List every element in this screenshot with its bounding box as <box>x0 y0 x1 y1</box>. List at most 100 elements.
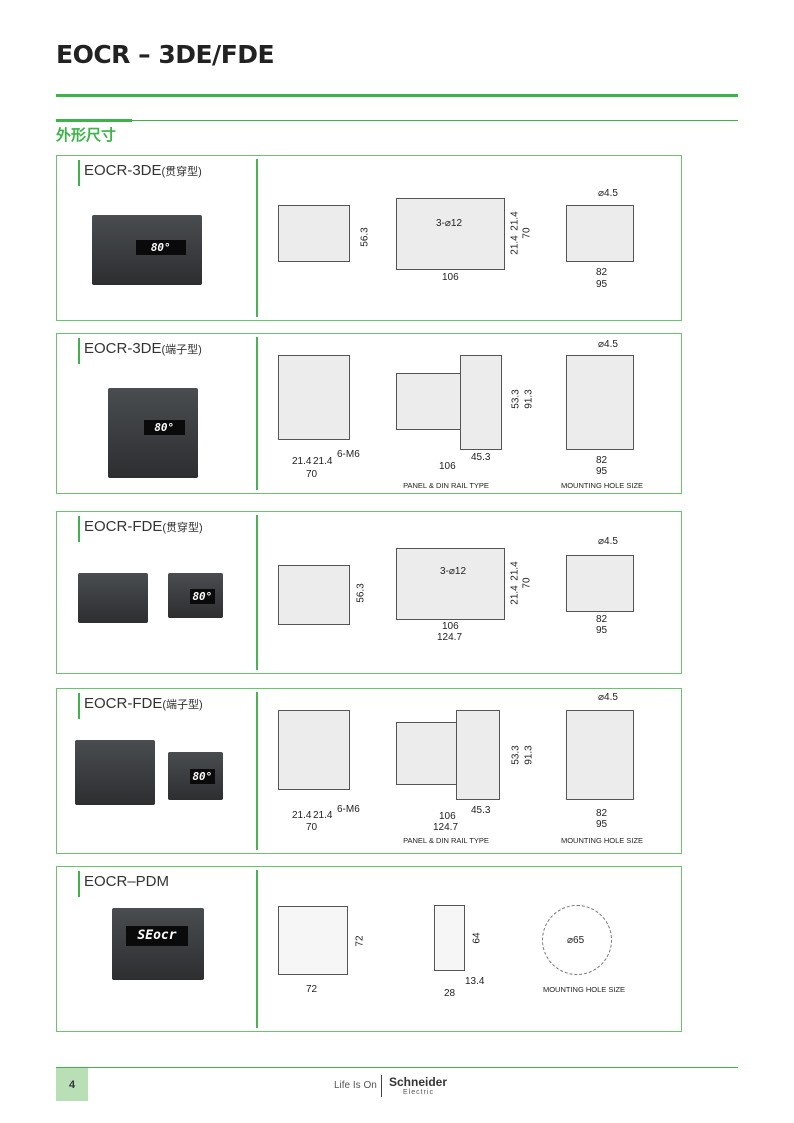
dimension-label: 70 <box>306 469 318 480</box>
model-name: EOCR-FDE <box>84 518 163 535</box>
drawing-front-view <box>278 906 348 975</box>
section-title: EOCR–PDM <box>84 873 169 890</box>
dimension-label: 21.4 <box>509 585 521 605</box>
dimension-label: 70 <box>521 227 533 239</box>
drawing-side-view <box>396 548 505 620</box>
drawing-caption: MOUNTING HOLE SIZE <box>542 985 626 994</box>
dimension-label: 53.3 <box>510 745 522 765</box>
section-divider <box>256 337 258 490</box>
drawing-caption: PANEL & DIN RAIL TYPE <box>403 836 489 845</box>
section-box: EOCR–PDM <box>56 866 682 1032</box>
model-name: EOCR-FDE <box>84 695 163 712</box>
drawing-caption: PANEL & DIN RAIL TYPE <box>403 481 489 490</box>
dimension-label: 6-M6 <box>337 804 360 815</box>
section-rule <box>56 120 738 121</box>
section-title: EOCR-FDE(端子型) <box>84 695 203 712</box>
drawing-side-view-body <box>396 722 458 785</box>
section-rule-accent <box>56 119 132 122</box>
dimension-label: 106 <box>442 621 459 632</box>
dimension-label: 3-⌀12 <box>440 566 467 577</box>
dimension-label: 70 <box>306 822 318 833</box>
section-box: EOCR-FDE(贯穿型) <box>56 511 682 674</box>
tagline: Life Is On <box>334 1080 377 1091</box>
title-accent-bar <box>78 871 80 897</box>
brand-logo-sub: Electric <box>403 1089 434 1096</box>
model-type: (贯穿型) <box>161 166 202 178</box>
drawing-front-view <box>278 710 350 790</box>
title-accent-bar <box>78 160 80 186</box>
drawing-side-view-body <box>396 373 462 430</box>
drawing-mounting-view <box>566 355 634 450</box>
dimension-label: ⌀4.5 <box>598 536 618 547</box>
model-name: EOCR-3DE <box>84 340 162 357</box>
section-heading: 外形尺寸 <box>56 127 117 144</box>
model-type: (端子型) <box>162 699 203 711</box>
product-display: SEocr <box>126 926 188 946</box>
section-divider <box>256 870 258 1028</box>
page-number: 4 <box>56 1068 88 1101</box>
dimension-label: 106 <box>439 811 456 822</box>
product-photo-base-unit <box>78 573 148 623</box>
dimension-label: 64 <box>471 932 483 944</box>
product-photo-device: 80° <box>92 215 202 285</box>
model-name: EOCR–PDM <box>84 873 170 890</box>
brand-logo: Schneider <box>389 1075 448 1089</box>
dimension-label: ⌀4.5 <box>598 692 618 703</box>
dimension-label: 21.4 <box>292 456 312 467</box>
section-box: EOCR-3DE(端子型) <box>56 333 682 494</box>
drawing-front-view <box>278 565 350 625</box>
product-photo-device: 80° <box>108 388 198 478</box>
section-box: EOCR-FDE(端子型) <box>56 688 682 854</box>
model-type: (端子型) <box>161 344 202 356</box>
dimension-label: 56.3 <box>355 583 367 603</box>
drawing-caption: MOUNTING HOLE SIZE <box>560 481 644 490</box>
product-photo-pdm-unit: SEocr <box>112 908 204 980</box>
dimension-label: 95 <box>596 279 608 290</box>
dimension-label: 72 <box>354 935 366 947</box>
dimension-label: 45.3 <box>471 805 491 816</box>
dimension-label: 45.3 <box>471 452 491 463</box>
model-name: EOCR-3DE <box>84 162 162 179</box>
dimension-label: 21.4 <box>509 211 521 231</box>
dimension-label: ⌀4.5 <box>598 339 618 350</box>
section-divider <box>256 159 258 317</box>
drawing-mounting-view <box>566 555 634 612</box>
dimension-label: 3-⌀12 <box>436 218 463 229</box>
dimension-label: 21.4 <box>313 456 333 467</box>
product-display: 80° <box>144 419 185 435</box>
dimension-label: 72 <box>306 984 318 995</box>
section-box: EOCR-3DE(贯穿型) <box>56 155 682 321</box>
product-display: 80° <box>136 239 186 255</box>
dimension-label: 21.4 <box>313 810 333 821</box>
dimension-label: 82 <box>596 455 608 466</box>
dimension-label: 95 <box>596 466 608 477</box>
dimension-label: 56.3 <box>359 227 371 247</box>
section-title: EOCR-3DE(贯穿型) <box>84 162 202 179</box>
drawing-side-view <box>434 905 465 971</box>
dimension-label: 82 <box>596 808 608 819</box>
dimension-label: 82 <box>596 614 608 625</box>
drawing-caption: MOUNTING HOLE SIZE <box>560 836 644 845</box>
drawing-side-view-rail <box>456 710 500 800</box>
dimension-label: 82 <box>596 267 608 278</box>
drawing-mounting-view <box>566 710 634 800</box>
dimension-label: 106 <box>442 272 459 283</box>
footer-rule <box>56 1067 738 1068</box>
product-display: 80° <box>190 588 215 604</box>
dimension-label: 91.3 <box>523 745 535 765</box>
title-accent-bar <box>78 338 80 364</box>
section-title: EOCR-FDE(贯穿型) <box>84 518 203 535</box>
dimension-label: 95 <box>596 625 608 636</box>
dimension-label: 28 <box>444 988 456 999</box>
drawing-front-view <box>278 205 350 262</box>
dimension-label: ⌀65 <box>567 935 585 946</box>
title-accent-bar <box>78 516 80 542</box>
title-rule <box>56 94 738 97</box>
dimension-label: ⌀4.5 <box>598 188 618 199</box>
product-photo-base-unit <box>75 740 155 805</box>
dimension-label: 21.4 <box>509 235 521 255</box>
dimension-label: 6-M6 <box>337 449 360 460</box>
drawing-mounting-view <box>566 205 634 262</box>
section-divider <box>256 692 258 850</box>
dimension-label: 53.3 <box>510 389 522 409</box>
